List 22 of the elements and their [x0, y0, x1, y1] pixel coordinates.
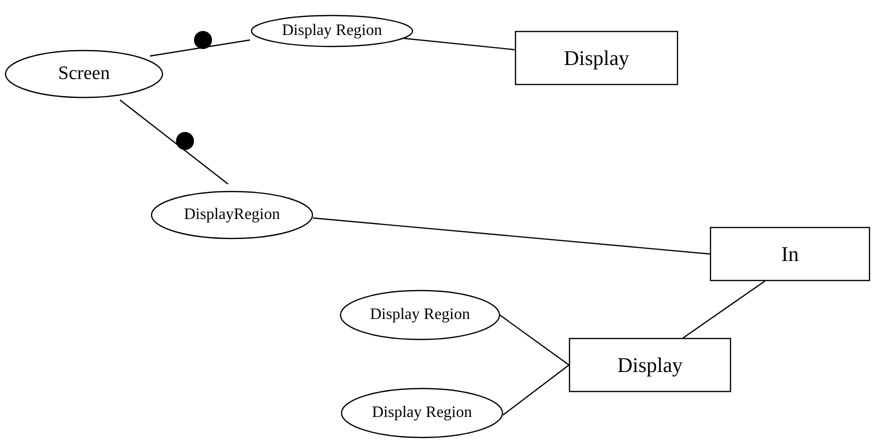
connector-line: [502, 364, 570, 416]
entity-box: [515, 31, 678, 85]
connector-line: [682, 280, 766, 338]
entity-box: [569, 338, 731, 392]
entity-label: Display Region: [282, 22, 382, 40]
entity-label: Display Region: [370, 306, 470, 324]
entity-box: [710, 227, 870, 281]
connector-line: [150, 39, 250, 57]
entity-label: DisplayRegion: [184, 206, 280, 224]
connector-line: [312, 217, 710, 255]
entity-ellipse: [340, 290, 500, 340]
entity-label: Display: [617, 352, 683, 378]
connector-line: [404, 38, 516, 50]
entity-ellipse: [151, 191, 313, 239]
entity-label: Display Region: [372, 404, 472, 422]
entity-ellipse: [341, 388, 503, 438]
entity-ellipse: [5, 50, 163, 98]
entity-label: In: [781, 242, 799, 266]
connector-line: [120, 100, 228, 184]
entity-ellipse: [251, 15, 413, 47]
entity-label: Display: [564, 46, 630, 70]
entity-label: Screen: [58, 63, 110, 85]
